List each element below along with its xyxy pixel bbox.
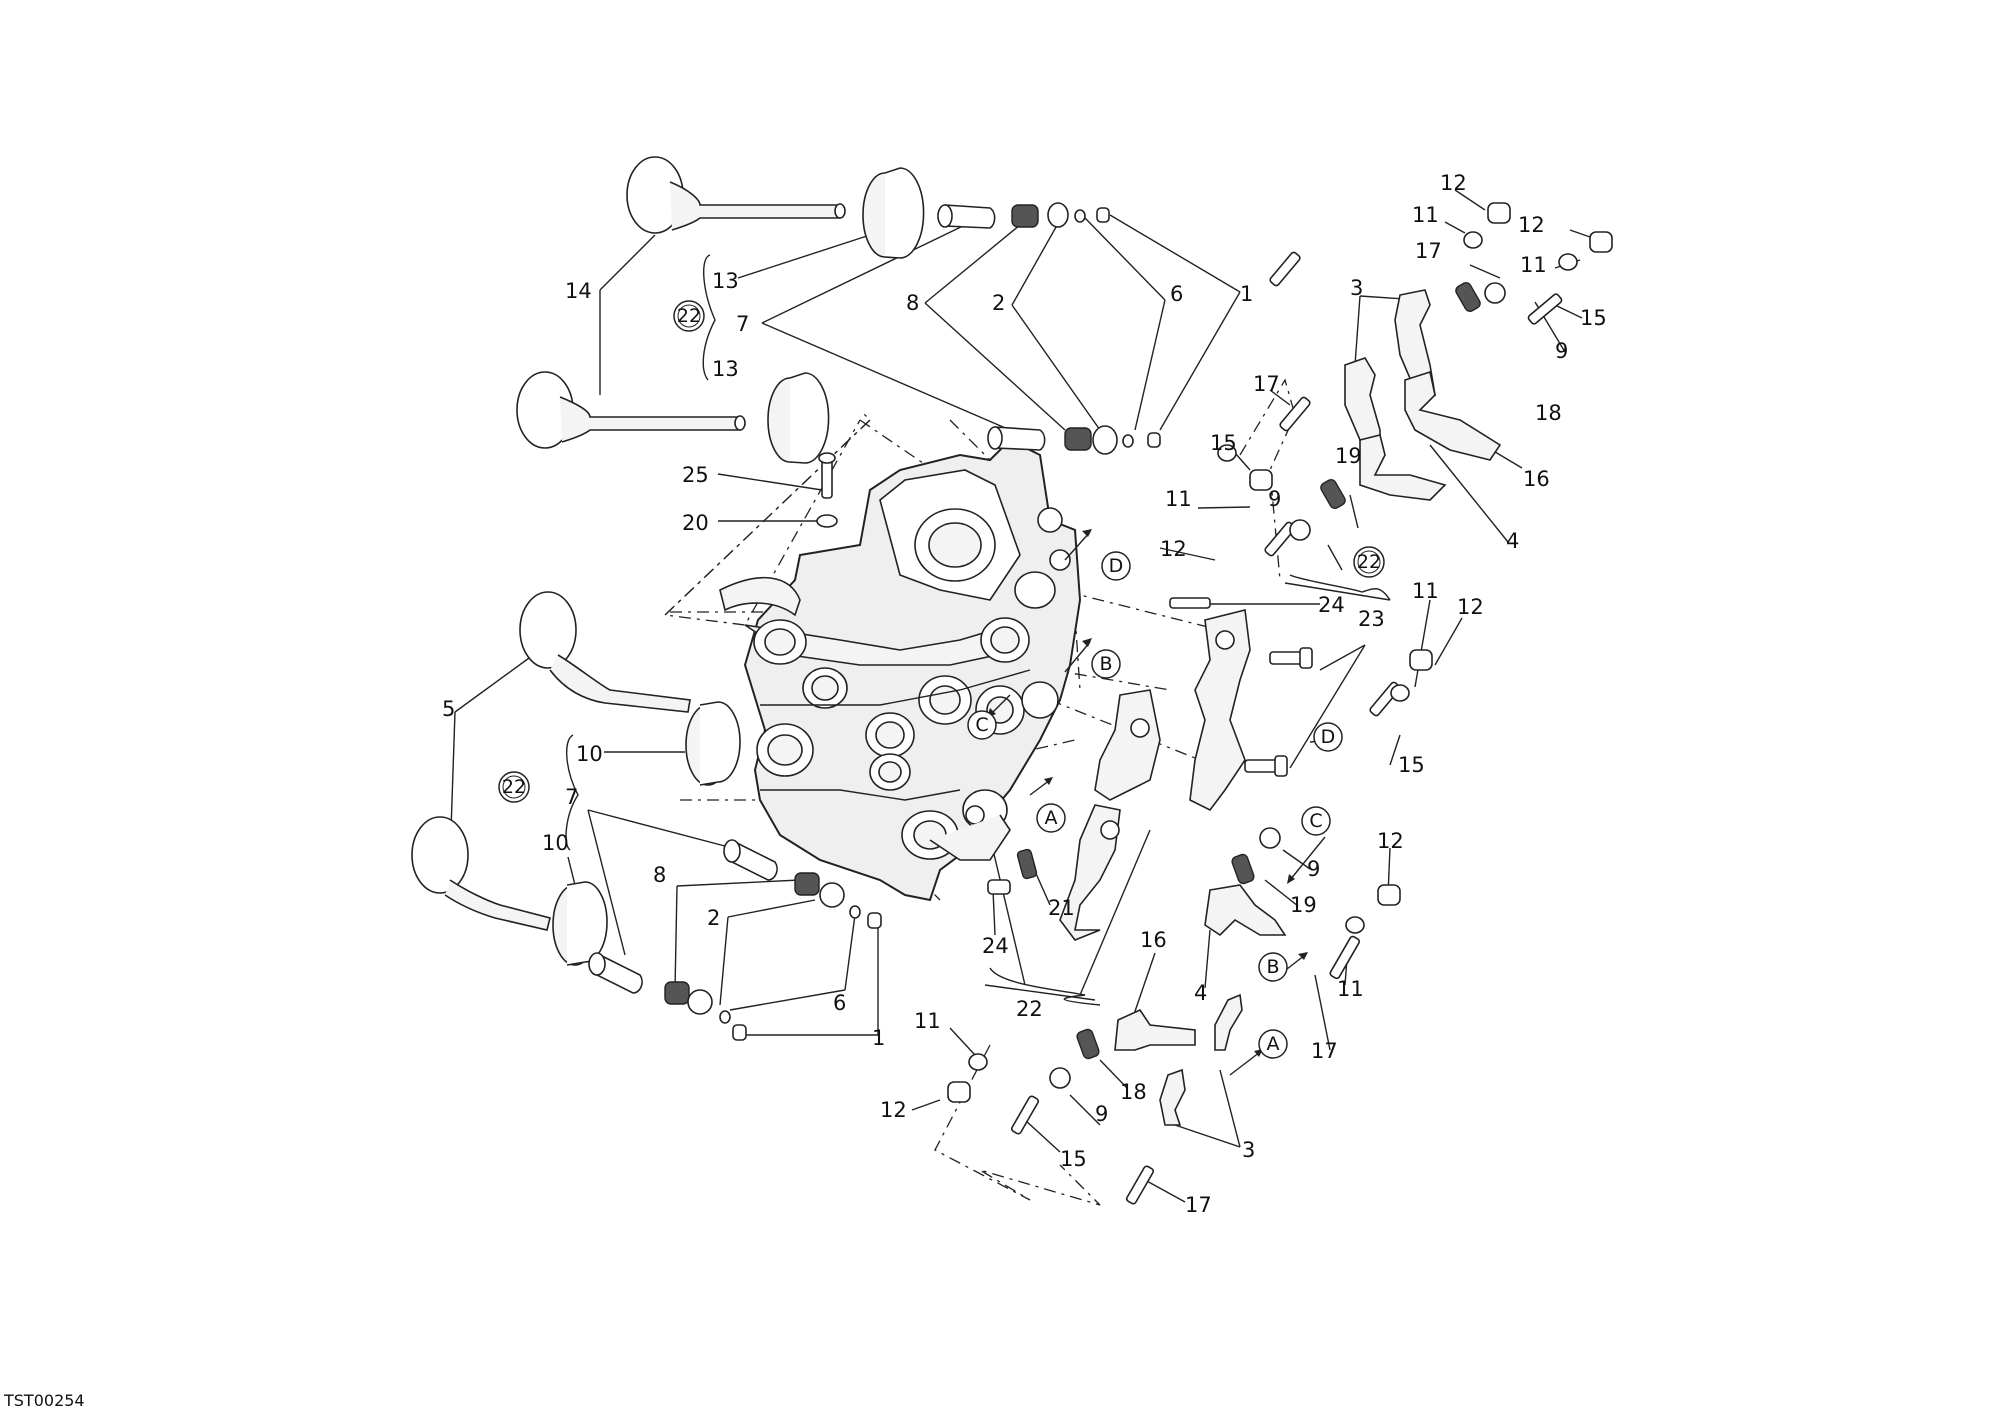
bottom-valve-springs bbox=[664, 872, 882, 1041]
kit-marker-right: 22 bbox=[1353, 546, 1385, 578]
label-9-lower: 9 bbox=[1095, 1102, 1108, 1126]
label-10-top: 10 bbox=[576, 742, 603, 766]
label-12-c: 12 bbox=[1160, 537, 1187, 561]
label-6-top: 6 bbox=[1170, 282, 1183, 306]
label-25: 25 bbox=[682, 463, 709, 487]
label-12-f: 12 bbox=[880, 1098, 907, 1122]
label-10-lower: 10 bbox=[542, 831, 569, 855]
section-a-right-label: A bbox=[1267, 1033, 1280, 1055]
label-15-mid: 15 bbox=[1210, 431, 1237, 455]
label-22-lower: 22 bbox=[1016, 997, 1043, 1021]
part-labels: 14 13 7 13 8 2 6 1 25 20 5 10 7 10 8 2 6… bbox=[442, 171, 1607, 1217]
bottom-valve-guides bbox=[588, 839, 778, 994]
label-9-top: 9 bbox=[1555, 339, 1568, 363]
section-b-right-label: B bbox=[1266, 956, 1279, 978]
label-4-right: 4 bbox=[1194, 981, 1207, 1005]
label-17-mid: 17 bbox=[1253, 372, 1280, 396]
label-20: 20 bbox=[682, 511, 709, 535]
label-12-b: 12 bbox=[1518, 213, 1545, 237]
section-marker-a-right: A bbox=[1258, 1029, 1288, 1059]
section-d-label: D bbox=[1109, 555, 1124, 577]
section-marker-b-top: B bbox=[1091, 649, 1121, 679]
cylinder-head bbox=[719, 438, 1082, 902]
label-8-top: 8 bbox=[906, 291, 919, 315]
label-12-a: 12 bbox=[1440, 171, 1467, 195]
label-15-top: 15 bbox=[1580, 306, 1607, 330]
section-c-right-label: C bbox=[1309, 810, 1322, 832]
label-23: 23 bbox=[1358, 607, 1385, 631]
label-11-e: 11 bbox=[1337, 977, 1364, 1001]
label-11-d: 11 bbox=[1412, 579, 1439, 603]
dowel-pins-24 bbox=[987, 597, 1211, 895]
rocker-springs bbox=[1076, 282, 1481, 1060]
oil-fitting-25 bbox=[816, 452, 838, 528]
label-11-a: 11 bbox=[1412, 203, 1439, 227]
label-17-right: 17 bbox=[1311, 1039, 1338, 1063]
section-marker-d-right: D bbox=[1313, 722, 1343, 752]
kit-marker-right-label: 22 bbox=[1357, 551, 1381, 573]
label-5: 5 bbox=[442, 697, 455, 721]
label-1-top: 1 bbox=[1240, 282, 1253, 306]
label-2-top: 2 bbox=[992, 291, 1005, 315]
label-6-bottom: 6 bbox=[833, 991, 846, 1015]
top-valve-springs bbox=[1011, 202, 1161, 455]
label-24-lower: 24 bbox=[982, 934, 1009, 958]
label-8-bottom: 8 bbox=[653, 863, 666, 887]
label-9-mid: 9 bbox=[1268, 487, 1281, 511]
label-12-e: 12 bbox=[1377, 829, 1404, 853]
label-7-top: 7 bbox=[736, 312, 749, 336]
section-c-label: C bbox=[975, 714, 988, 736]
label-4-top: 4 bbox=[1506, 529, 1519, 553]
section-marker-c-top: C bbox=[967, 710, 997, 740]
label-15-right: 15 bbox=[1398, 753, 1425, 777]
label-18-top: 18 bbox=[1535, 401, 1562, 425]
kit-marker-top: 22 bbox=[673, 300, 705, 332]
label-3-lower: 3 bbox=[1242, 1138, 1255, 1162]
label-14: 14 bbox=[565, 279, 592, 303]
kit-marker-left-label: 22 bbox=[502, 776, 526, 798]
top-valve-guides bbox=[937, 204, 1046, 451]
label-9-right: 9 bbox=[1307, 857, 1320, 881]
reference-code: TST00254 bbox=[3, 1391, 85, 1410]
exhaust-valves bbox=[411, 591, 691, 931]
rocker-supports bbox=[1059, 609, 1251, 941]
label-1-bottom: 1 bbox=[872, 1026, 885, 1050]
label-18-lower: 18 bbox=[1120, 1080, 1147, 1104]
rocker-arms bbox=[1114, 289, 1502, 1126]
intake-valves bbox=[516, 156, 846, 449]
rocker-shafts bbox=[1010, 251, 1563, 1205]
label-7-bottom: 7 bbox=[565, 785, 578, 809]
section-b-label: B bbox=[1099, 653, 1112, 675]
label-24-right: 24 bbox=[1318, 593, 1345, 617]
label-16-lower: 16 bbox=[1140, 928, 1167, 952]
label-11-c: 11 bbox=[1165, 487, 1192, 511]
kit-marker-top-label: 22 bbox=[677, 305, 701, 327]
section-marker-a-top: A bbox=[1036, 803, 1066, 833]
label-3-top: 3 bbox=[1350, 276, 1363, 300]
label-13-lower: 13 bbox=[712, 357, 739, 381]
kit-marker-left: 22 bbox=[498, 771, 530, 803]
label-21: 21 bbox=[1048, 896, 1075, 920]
label-19-top: 19 bbox=[1335, 444, 1362, 468]
label-17-top: 17 bbox=[1415, 239, 1442, 263]
section-a-label: A bbox=[1045, 807, 1058, 829]
section-marker-d-top: D bbox=[1101, 551, 1131, 581]
label-15-lower: 15 bbox=[1060, 1147, 1087, 1171]
label-13-top: 13 bbox=[712, 269, 739, 293]
section-marker-b-right: B bbox=[1258, 952, 1288, 982]
kit-braces bbox=[565, 254, 1391, 1006]
label-16-top: 16 bbox=[1523, 467, 1550, 491]
label-11-f: 11 bbox=[914, 1009, 941, 1033]
label-2-bottom: 2 bbox=[707, 906, 720, 930]
bolts-23 bbox=[1244, 647, 1313, 777]
section-marker-c-right: C bbox=[1301, 806, 1331, 836]
valve-seats-13 bbox=[767, 167, 925, 464]
section-d-right-label: D bbox=[1321, 726, 1336, 748]
label-19-right: 19 bbox=[1290, 893, 1317, 917]
label-12-d: 12 bbox=[1457, 595, 1484, 619]
label-11-b: 11 bbox=[1520, 253, 1547, 277]
label-17-lower: 17 bbox=[1185, 1193, 1212, 1217]
rocker-nuts bbox=[947, 202, 1613, 1103]
